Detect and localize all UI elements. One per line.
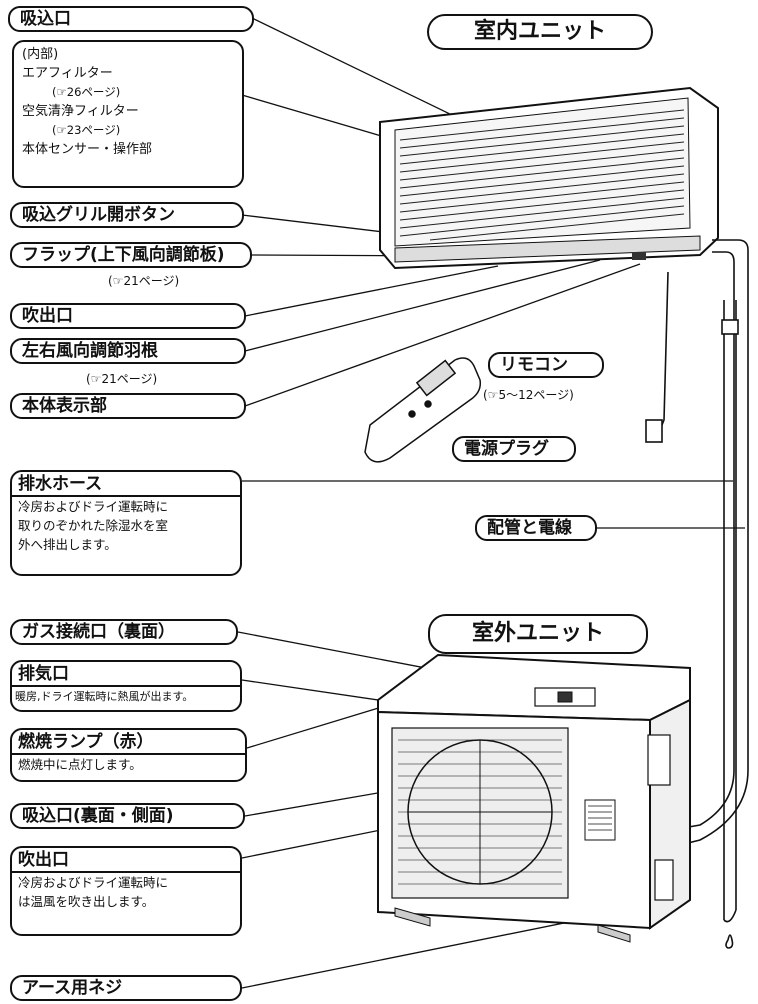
remote-control-illustration (364, 357, 482, 463)
intake-label: 吸込口 (8, 6, 254, 32)
drain-hose-title: 排水ホース (12, 472, 240, 497)
pipe-illustration (645, 239, 749, 949)
air-purifier-filter-label: 空気清浄フィルター (22, 104, 139, 119)
drain-hose-desc-2: 取りのぞかれた除湿水を室 (18, 518, 169, 533)
display-label: 本体表示部 (10, 393, 246, 419)
outdoor-unit-illustration (377, 653, 691, 943)
indoor-unit-illustration (379, 86, 719, 270)
exhaust-title: 排気口 (12, 662, 240, 687)
exhaust-box: 排気口 暖房,ドライ運転時に熱風が出ます。 (10, 660, 242, 712)
pipe-wire-label: 配管と電線 (475, 515, 597, 541)
remote-ref: (☞5～12ページ) (483, 388, 574, 402)
outdoor-unit-title: 室外ユニット (428, 614, 648, 654)
gas-port-label: ガス接続口（裏面） (10, 619, 238, 645)
drain-hose-desc-3: 外へ排出します。 (18, 537, 117, 552)
indoor-unit-title: 室内ユニット (427, 14, 653, 50)
flap-ref: (☞21ページ) (108, 274, 180, 288)
outdoor-outlet-desc-2: は温風を吹き出します。 (18, 894, 155, 909)
exhaust-desc: 暖房,ドライ運転時に熱風が出ます。 (15, 690, 194, 703)
louver-label: 左右風向調節羽根 (10, 338, 246, 364)
outdoor-outlet-box: 吹出口 冷房およびドライ運転時に は温風を吹き出します。 (10, 846, 242, 936)
remote-label: リモコン (488, 352, 604, 378)
rear-intake-label: 吸込口(裏面・側面) (10, 803, 245, 829)
inner-parts-box: (内部) エアフィルター (☞26ページ) 空気清浄フィルター (☞23ページ)… (12, 40, 244, 188)
combustion-lamp-box: 燃焼ランプ（赤） 燃焼中に点灯します。 (10, 728, 247, 782)
power-plug-label: 電源プラグ (452, 436, 576, 462)
grille-button-label: 吸込グリル開ボタン (10, 202, 244, 228)
inner-parts-heading: (内部) (22, 47, 59, 62)
combustion-lamp-title: 燃焼ランプ（赤） (12, 730, 245, 755)
sensor-control-label: 本体センサー・操作部 (22, 142, 153, 157)
combustion-lamp-desc: 燃焼中に点灯します。 (18, 757, 142, 772)
earth-screw-label: アース用ネジ (10, 975, 242, 1001)
air-filter-label: エアフィルター (22, 66, 113, 81)
air-purifier-filter-ref: (☞23ページ) (52, 123, 121, 137)
outlet-label: 吹出口 (10, 303, 246, 329)
louver-ref: (☞21ページ) (86, 372, 158, 386)
drain-hose-box: 排水ホース 冷房およびドライ運転時に 取りのぞかれた除湿水を室 外へ排出します。 (10, 470, 242, 576)
air-filter-ref: (☞26ページ) (52, 85, 121, 99)
outdoor-outlet-title: 吹出口 (12, 848, 240, 873)
drain-hose-desc-1: 冷房およびドライ運転時に (18, 499, 169, 514)
flap-label: フラップ(上下風向調節板) (10, 242, 252, 268)
outdoor-outlet-desc-1: 冷房およびドライ運転時に (18, 875, 169, 890)
